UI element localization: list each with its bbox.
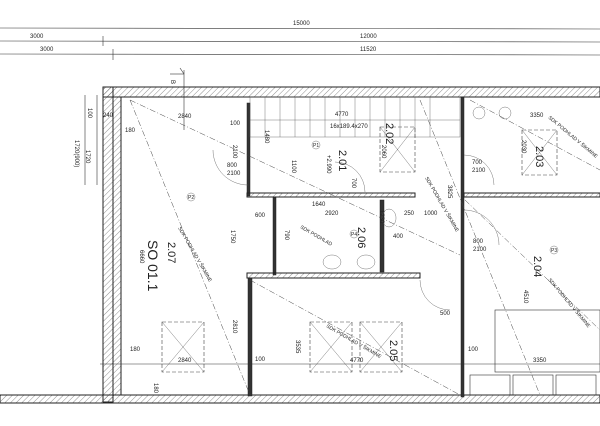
- ceiling-note: SDK PODHLAD V ŠIKMINE: [423, 176, 461, 234]
- dim-text: 400: [393, 234, 404, 240]
- dim-text: 1230: [378, 210, 384, 224]
- stair-spec: 16x189.4x270: [330, 124, 368, 130]
- dim-text: 4770: [350, 358, 364, 364]
- staircase: 16x189.4x270 4770: [249, 96, 461, 138]
- fixtures: [322, 106, 512, 270]
- room-marker: P3: [551, 248, 557, 254]
- room-marker: P2: [188, 195, 194, 201]
- dim-row3-left: 3000: [40, 47, 54, 53]
- dim-text: 1750: [229, 230, 235, 244]
- dim-text: 1640: [312, 202, 326, 208]
- room-markers: P2 P1 P4 P3: [186, 140, 559, 255]
- dim-text: 2030: [520, 140, 526, 154]
- level-mark: +2.990: [325, 155, 331, 174]
- dim-text: 4770: [335, 112, 349, 118]
- section-mark-label: B: [169, 80, 175, 84]
- dim-text: 2100: [231, 145, 237, 159]
- dim-overall: 15000: [293, 21, 310, 27]
- dim-text: 2840: [178, 358, 192, 364]
- dim-text: 240: [103, 113, 114, 119]
- dim-text: 180: [125, 128, 136, 134]
- ceiling-note: SDK PODHLAD V ŠIKMINE: [546, 277, 592, 330]
- room-marker: P4: [351, 232, 357, 238]
- ceiling-note: SDK PODHLAD: [299, 225, 333, 248]
- dim-text: 1720(900): [73, 140, 79, 167]
- dim-text: 700: [350, 178, 356, 189]
- dim-text: 2100: [473, 247, 487, 253]
- dim-text: 100: [86, 108, 92, 119]
- doors: [212, 149, 500, 311]
- dim-text: 100: [230, 121, 241, 127]
- dim-text: 2100: [227, 171, 241, 177]
- dim-text: 2920: [325, 211, 339, 217]
- interior-walls: [246, 96, 600, 398]
- dim-text: 180: [152, 383, 158, 394]
- dimension-texts: 2840 240 180 100 800 2100 2100 1480 1750…: [100, 113, 600, 394]
- room-so: SO 01.1: [145, 240, 161, 292]
- dim-text: 1480: [263, 130, 269, 144]
- dim-row2-right: 12000: [360, 34, 377, 40]
- left-dimensions: 1720 1720(900) 100: [73, 95, 98, 185]
- dim-text: 180: [130, 347, 141, 353]
- dim-text: 3350: [530, 113, 544, 119]
- ceiling-lines: [129, 99, 600, 396]
- room-2-06: 2.06: [355, 227, 367, 248]
- room-2-04: 2.04: [531, 256, 543, 277]
- dim-text: 6660: [138, 250, 144, 264]
- dim-text: 2810: [231, 320, 237, 334]
- ceiling-note: SDK PODHLAD V ŠIKMINE: [547, 114, 600, 160]
- dim-text: 800: [227, 163, 238, 169]
- dim-text: 500: [440, 311, 451, 317]
- dim-text: 250: [404, 211, 415, 217]
- room-2-02: 2.02: [383, 123, 395, 144]
- dim-text: 2840: [178, 114, 192, 120]
- dim-text: 2100: [472, 168, 486, 174]
- room-2-01: 2.01: [336, 150, 348, 171]
- room-2-03: 2.03: [533, 146, 545, 167]
- dim-text: 100: [468, 347, 479, 353]
- dim-text: 100: [255, 357, 266, 363]
- dim-text: 1720: [84, 150, 90, 164]
- top-dimensions: 15000 3000 12000 3000 11520: [0, 21, 600, 60]
- room-2-07: 2.07: [165, 242, 177, 263]
- room-2-05: 2.05: [387, 340, 399, 361]
- room-labels: SO 01.1 2.07 2.01 2.02 2.03 2.06 2.04 2.…: [145, 123, 545, 361]
- outer-walls: [0, 86, 600, 404]
- ceiling-note: SDK PODHLAD V ŠIKMINE: [325, 323, 383, 361]
- dim-text: 700: [472, 160, 483, 166]
- section-mark: B: [169, 67, 185, 130]
- ceiling-note: SDK PODHLAD V ŠIKMINE: [176, 226, 214, 284]
- room-marker: P1: [313, 143, 319, 149]
- dim-row3-right: 11520: [360, 47, 377, 53]
- dim-text: 4510: [522, 290, 528, 304]
- dim-text: 1100: [290, 160, 296, 174]
- dim-text: 2060: [380, 145, 386, 159]
- dim-text: 790: [283, 230, 289, 241]
- dim-text: 800: [473, 239, 484, 245]
- dim-text: 600: [255, 213, 266, 219]
- dim-text: 3825: [446, 185, 452, 199]
- dim-text: 3535: [294, 340, 300, 354]
- dim-row2-left: 3000: [30, 34, 44, 40]
- dim-text: 3350: [533, 358, 547, 364]
- skylights: [161, 126, 600, 396]
- dim-text: 1000: [424, 211, 438, 217]
